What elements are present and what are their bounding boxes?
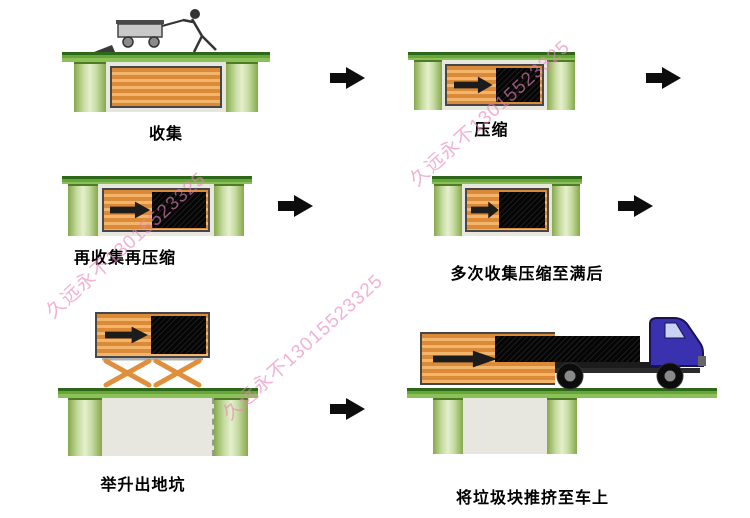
truck-cab <box>649 317 704 367</box>
ground-surface <box>62 52 270 62</box>
step-3-panel: 再收集再压缩 <box>62 176 252 276</box>
compactor-container <box>110 66 222 108</box>
ground-surface <box>407 388 717 398</box>
step-caption: 收集 <box>148 126 183 143</box>
step-caption: 多次收集压缩至满后 <box>450 266 604 283</box>
compactor-container <box>95 312 210 358</box>
pit-interior <box>102 398 214 456</box>
push-arrow-icon <box>104 325 149 345</box>
waste-block <box>151 192 206 228</box>
flow-arrow-icon <box>278 194 314 218</box>
pit-wall-left <box>74 62 106 112</box>
step-1-panel: 收集 <box>62 8 270 148</box>
pit-wall-left <box>68 398 102 456</box>
step-caption: 举升出地坑 <box>100 477 186 494</box>
pit-wall-right <box>547 60 575 110</box>
ground-surface <box>408 52 575 60</box>
waste-block <box>495 336 640 362</box>
worker-cart-illustration <box>92 8 232 54</box>
push-arrow-icon <box>453 75 494 95</box>
truck-window <box>664 322 686 339</box>
ground-surface <box>62 176 252 184</box>
flow-arrow-icon <box>330 397 366 421</box>
truck-bed <box>540 362 665 368</box>
pit-wall-right <box>547 398 577 454</box>
step-2-panel: 压缩 <box>408 52 575 144</box>
pit-wall-left <box>433 398 463 454</box>
step-6-panel: 将垃圾块推挤至车上 <box>405 300 717 507</box>
pit-wall-right <box>214 398 248 456</box>
pit-wall-left <box>434 184 462 236</box>
pit-wall-right <box>226 62 258 112</box>
step-caption: 将垃圾块推挤至车上 <box>455 490 609 507</box>
flow-arrow-icon <box>330 66 366 90</box>
push-arrow-icon <box>471 200 500 220</box>
pit-wall-left <box>414 60 442 110</box>
flow-arrow-icon <box>646 66 682 90</box>
shovel-icon <box>94 45 115 52</box>
truck-bumper <box>698 356 706 366</box>
step-4-panel: 多次收集压缩至满后 <box>432 176 603 288</box>
pit-interior <box>463 398 547 454</box>
waste-block <box>150 316 206 354</box>
flow-arrow-icon <box>618 194 654 218</box>
step-caption: 再收集再压缩 <box>74 250 177 267</box>
waste-block <box>498 192 545 228</box>
truck-illustration <box>510 302 710 394</box>
step-caption: 压缩 <box>474 122 509 139</box>
compactor-container <box>445 64 544 106</box>
push-arrow-icon <box>110 200 152 220</box>
compactor-container <box>465 188 549 232</box>
pit-wall-right <box>552 184 580 236</box>
pit-wall-right <box>214 184 244 236</box>
ground-surface <box>432 176 582 184</box>
pit-wall-left <box>68 184 98 236</box>
scissor-lift <box>100 358 205 388</box>
push-arrow-icon <box>432 349 500 369</box>
compactor-container <box>102 188 210 232</box>
ground-surface <box>58 388 258 398</box>
waste-block <box>496 68 540 102</box>
step-5-panel: 举升出地坑 <box>58 305 258 497</box>
truck-chassis <box>540 368 700 373</box>
